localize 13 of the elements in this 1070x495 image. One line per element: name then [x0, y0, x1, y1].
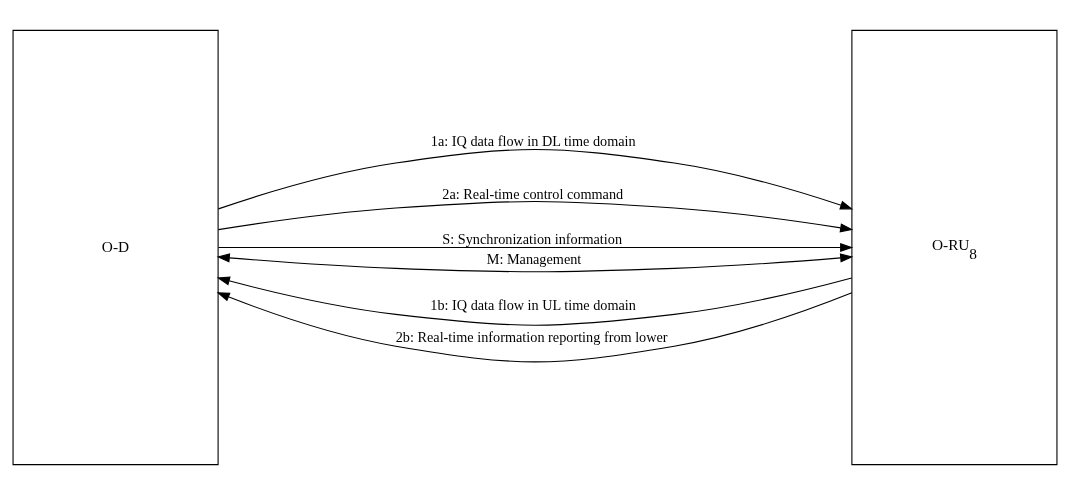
edge-label: M: Management — [486, 251, 582, 268]
arrow — [216, 276, 853, 326]
edge-label: 1b: IQ data flow in UL time domain — [430, 297, 636, 314]
arrow — [217, 148, 854, 210]
edge-label: S: Synchronization information — [442, 230, 623, 247]
edge-label: 2b: Real-time information reporting from lower — [395, 329, 668, 346]
arrow — [217, 200, 854, 233]
node-box: O-D — [12, 29, 219, 466]
arrow — [216, 292, 853, 363]
edge-label: 1a: IQ data flow in DL time domain — [430, 132, 636, 149]
arrow — [216, 253, 854, 273]
edge-label: 2a: Real-time control command — [442, 185, 624, 202]
arrow — [217, 242, 854, 253]
